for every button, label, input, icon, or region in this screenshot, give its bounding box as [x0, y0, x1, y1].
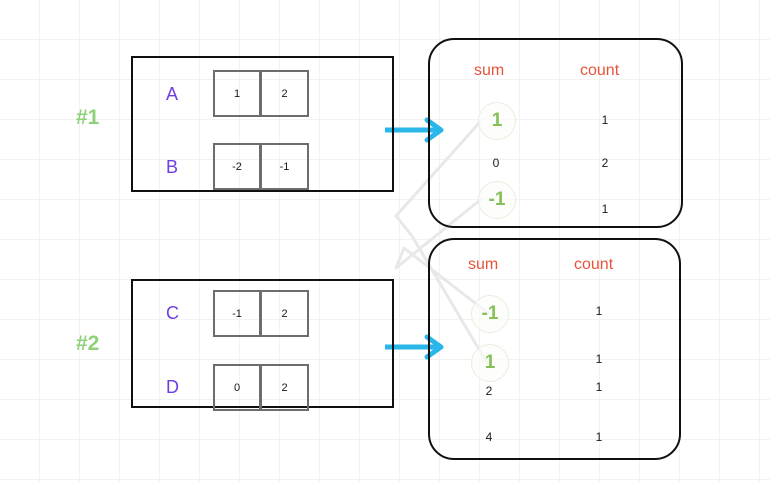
panel-1-count-0: 1 [601, 113, 609, 127]
panel-2-sum-1: 1 [484, 352, 496, 373]
panel-2-count-1: 1 [595, 352, 603, 366]
cell-c-1: 2 [261, 290, 309, 337]
value-pair-c: -1 2 [213, 290, 309, 337]
highlight-circle-p1-r2 [478, 181, 516, 219]
highlight-circle-p2-r1 [471, 344, 509, 382]
panel-1-header-count: count [580, 62, 620, 79]
value-pair-a: 1 2 [213, 70, 309, 117]
panel-2-sum-0: -1 [481, 303, 499, 324]
cell-d-0: 0 [213, 364, 261, 411]
aggregate-table-1 [428, 38, 683, 228]
highlight-circle-p1-r0 [478, 102, 516, 140]
panel-1-sum-0: 1 [491, 110, 503, 131]
group-tag-1: #1 [76, 106, 100, 129]
panel-2-count-0: 1 [595, 304, 603, 318]
panel-1-sum-1: 0 [492, 156, 500, 170]
panel-2-sum-2: 2 [485, 384, 493, 398]
group-box-2 [131, 279, 394, 408]
panel-1-header-sum: sum [474, 62, 505, 79]
group-box-1 [131, 56, 394, 192]
cell-c-0: -1 [213, 290, 261, 337]
panel-2-count-3: 1 [595, 430, 603, 444]
value-pair-d: 0 2 [213, 364, 309, 411]
panel-1-count-2: 1 [601, 202, 609, 216]
cell-b-0: -2 [213, 143, 261, 190]
group-tag-2: #2 [76, 332, 100, 355]
panel-1-sum-2: -1 [488, 189, 506, 210]
highlight-circle-p2-r0 [471, 295, 509, 333]
row-label-b: B [166, 157, 179, 177]
cell-b-1: -1 [261, 143, 309, 190]
panel-2-count-2: 1 [595, 380, 603, 394]
cell-a-0: 1 [213, 70, 261, 117]
cell-d-1: 2 [261, 364, 309, 411]
row-label-c: C [166, 303, 179, 323]
panel-2-header-sum: sum [468, 256, 499, 273]
row-label-a: A [166, 84, 179, 104]
panel-2-header-count: count [574, 256, 614, 273]
panel-2-sum-3: 4 [485, 430, 493, 444]
aggregate-table-2 [428, 238, 681, 460]
cell-a-1: 2 [261, 70, 309, 117]
row-label-d: D [166, 377, 179, 397]
value-pair-b: -2 -1 [213, 143, 309, 190]
panel-1-count-1: 2 [601, 156, 609, 170]
